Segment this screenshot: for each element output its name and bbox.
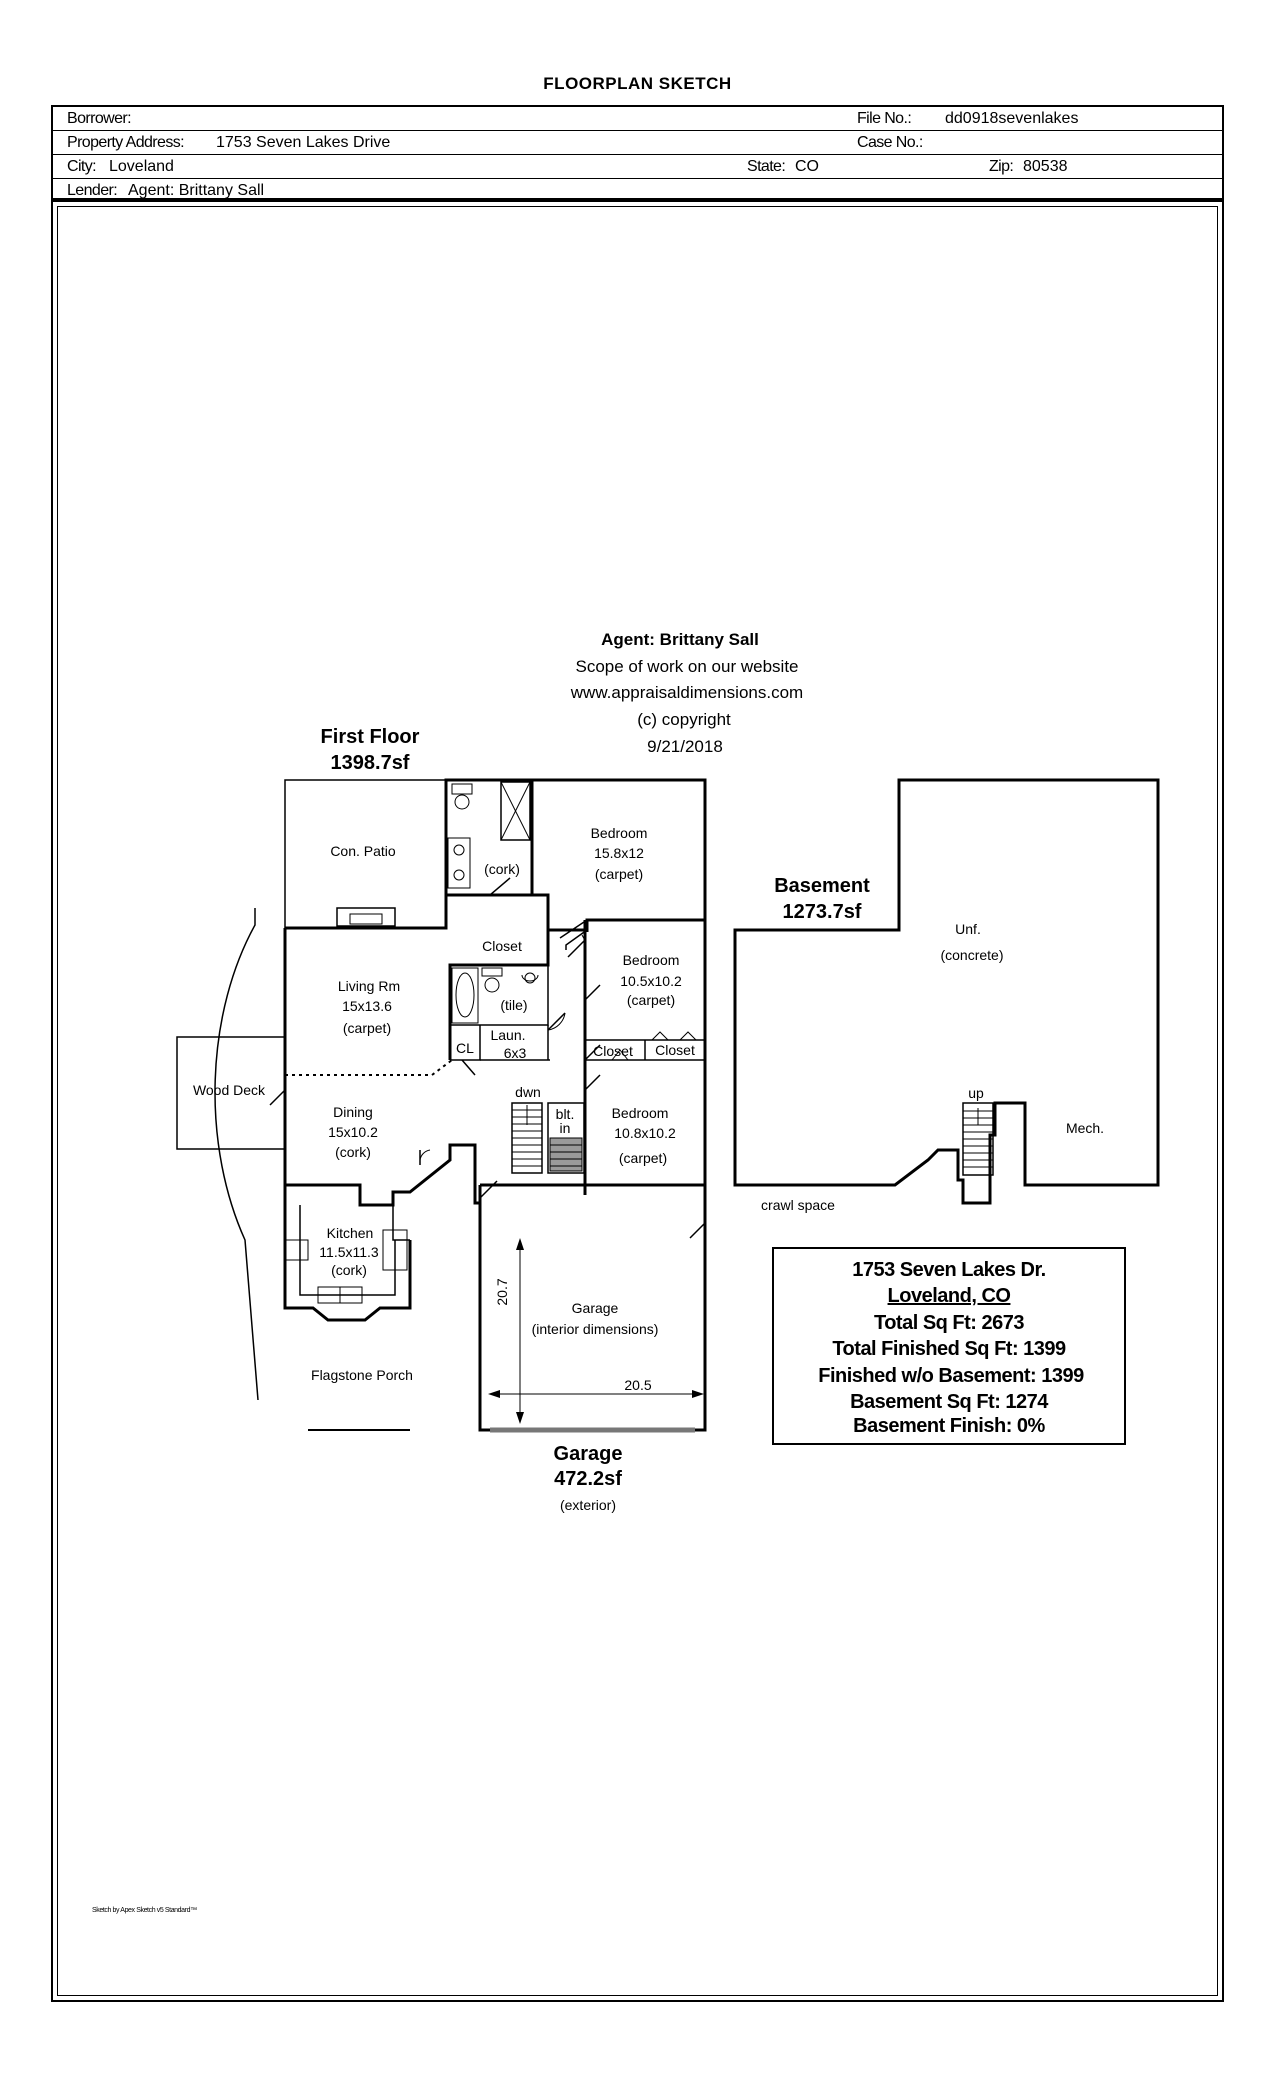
city-label: City: [67,158,97,175]
garage-note: (exterior) [560,1497,616,1513]
property-header: Borrower: File No.: dd0918sevenlakes Pro… [51,105,1224,200]
label-dining-floor: (cork) [335,1144,371,1160]
lender-label: Lender: [67,182,118,199]
label-kitchen-name: Kitchen [327,1225,374,1241]
label-bedroom1-size: 15.8x12 [594,845,644,861]
label-bedroom2-floor: (carpet) [627,992,675,1008]
label-kitchen-floor: (cork) [331,1262,367,1278]
basement-area: 1273.7sf [783,901,862,923]
city-value: Loveland [109,158,174,175]
label-laundry-size: 6x3 [504,1045,527,1061]
garage-title: Garage [554,1443,623,1465]
label-cork-bath: (cork) [484,861,520,877]
label-crawl: crawl space [761,1197,835,1213]
label-garage-interior: (interior dimensions) [532,1321,659,1337]
summary-total-finished: Total Finished Sq Ft: 1399 [832,1338,1066,1360]
summary-basement-sqft: Basement Sq Ft: 1274 [850,1391,1049,1413]
label-closet3: Closet [655,1042,695,1058]
first-floor-plan: First Floor 1398.7sf [176,726,707,1513]
label-mech: Mech. [1066,1120,1104,1136]
garage-area: 472.2sf [554,1468,622,1490]
label-in: in [560,1120,571,1136]
summary-basement-finish: Basement Finish: 0% [853,1415,1045,1437]
label-dining-size: 15x10.2 [328,1124,378,1140]
address-value: 1753 Seven Lakes Drive [216,134,391,151]
header-row-lender: Lender: Agent: Brittany Sall [53,179,1222,203]
label-bedroom1-floor: (carpet) [595,866,643,882]
label-garage-room: Garage [572,1300,619,1316]
credit-copyright: (c) copyright [637,710,731,729]
label-bedroom1-name: Bedroom [591,825,648,841]
label-patio: Con. Patio [330,843,396,859]
sketch-frame-inner [57,206,1218,1996]
label-dining-name: Dining [333,1104,373,1120]
label-living-floor: (carpet) [343,1020,391,1036]
label-bedroom2-name: Bedroom [623,952,680,968]
summary-city: Loveland, CO [888,1285,1011,1307]
credit-date: 9/21/2018 [647,737,723,756]
label-bedroom3-name: Bedroom [612,1105,669,1121]
label-unf: Unf. [955,921,981,937]
label-garage-width: 20.5 [624,1377,651,1393]
basement-plan: Basement 1273.7sf Unf. (concrete) up Mec… [733,778,1160,1213]
lender-value: Agent: Brittany Sall [128,182,265,199]
software-footnote: Sketch by Apex Sketch v5 Standard™ [92,1907,197,1914]
label-tile: (tile) [500,997,527,1013]
header-row-borrower: Borrower: File No.: dd0918sevenlakes [53,107,1222,131]
first-floor-area: 1398.7sf [331,752,410,774]
summary-address: 1753 Seven Lakes Dr. [852,1259,1045,1281]
zip-label: Zip: [989,158,1014,175]
label-concrete: (concrete) [940,947,1003,963]
zip-value: 80538 [1023,158,1068,175]
page-title: FLOORPLAN SKETCH [543,74,732,93]
label-living-size: 15x13.6 [342,998,392,1014]
label-closet1: Closet [482,938,522,954]
borrower-label: Borrower: [67,110,132,127]
sketch-frame [51,200,1224,2002]
label-up: up [968,1085,984,1101]
header-row-address: Property Address: 1753 Seven Lakes Drive… [53,131,1222,155]
label-bedroom3-floor: (carpet) [619,1150,667,1166]
label-cl: CL [456,1040,474,1056]
summary-finished-wo-basement: Finished w/o Basement: 1399 [818,1365,1084,1387]
first-floor-title: First Floor [321,726,420,748]
basement-title: Basement [774,875,870,897]
file-no-label: File No.: [857,110,912,127]
credit-scope: Scope of work on our website [575,657,798,676]
file-no-value: dd0918sevenlakes [945,110,1079,127]
label-bedroom2-size: 10.5x10.2 [620,973,682,989]
credit-agent: Agent: Brittany Sall [601,630,759,649]
label-living-name: Living Rm [338,978,400,994]
case-no-label: Case No.: [857,134,923,151]
label-dwn: dwn [515,1084,541,1100]
label-garage-depth: 20.7 [494,1278,510,1305]
label-kitchen-size: 11.5x11.3 [319,1244,379,1260]
header-row-city: City: Loveland State: CO Zip: 80538 [53,155,1222,179]
label-porch: Flagstone Porch [311,1367,413,1383]
summary-box: 1753 Seven Lakes Dr. Loveland, CO Total … [772,1247,1126,1445]
state-label: State: [747,158,786,175]
label-laundry-name: Laun. [490,1027,525,1043]
credit-website: www.appraisaldimensions.com [570,683,803,702]
label-bedroom3-size: 10.8x10.2 [614,1125,676,1141]
state-value: CO [795,158,819,175]
address-label: Property Address: [67,134,185,151]
label-wood-deck: Wood Deck [193,1082,266,1098]
summary-total: Total Sq Ft: 2673 [874,1312,1024,1334]
label-blt: blt. [556,1106,575,1122]
label-closet2: Closet [593,1043,633,1059]
